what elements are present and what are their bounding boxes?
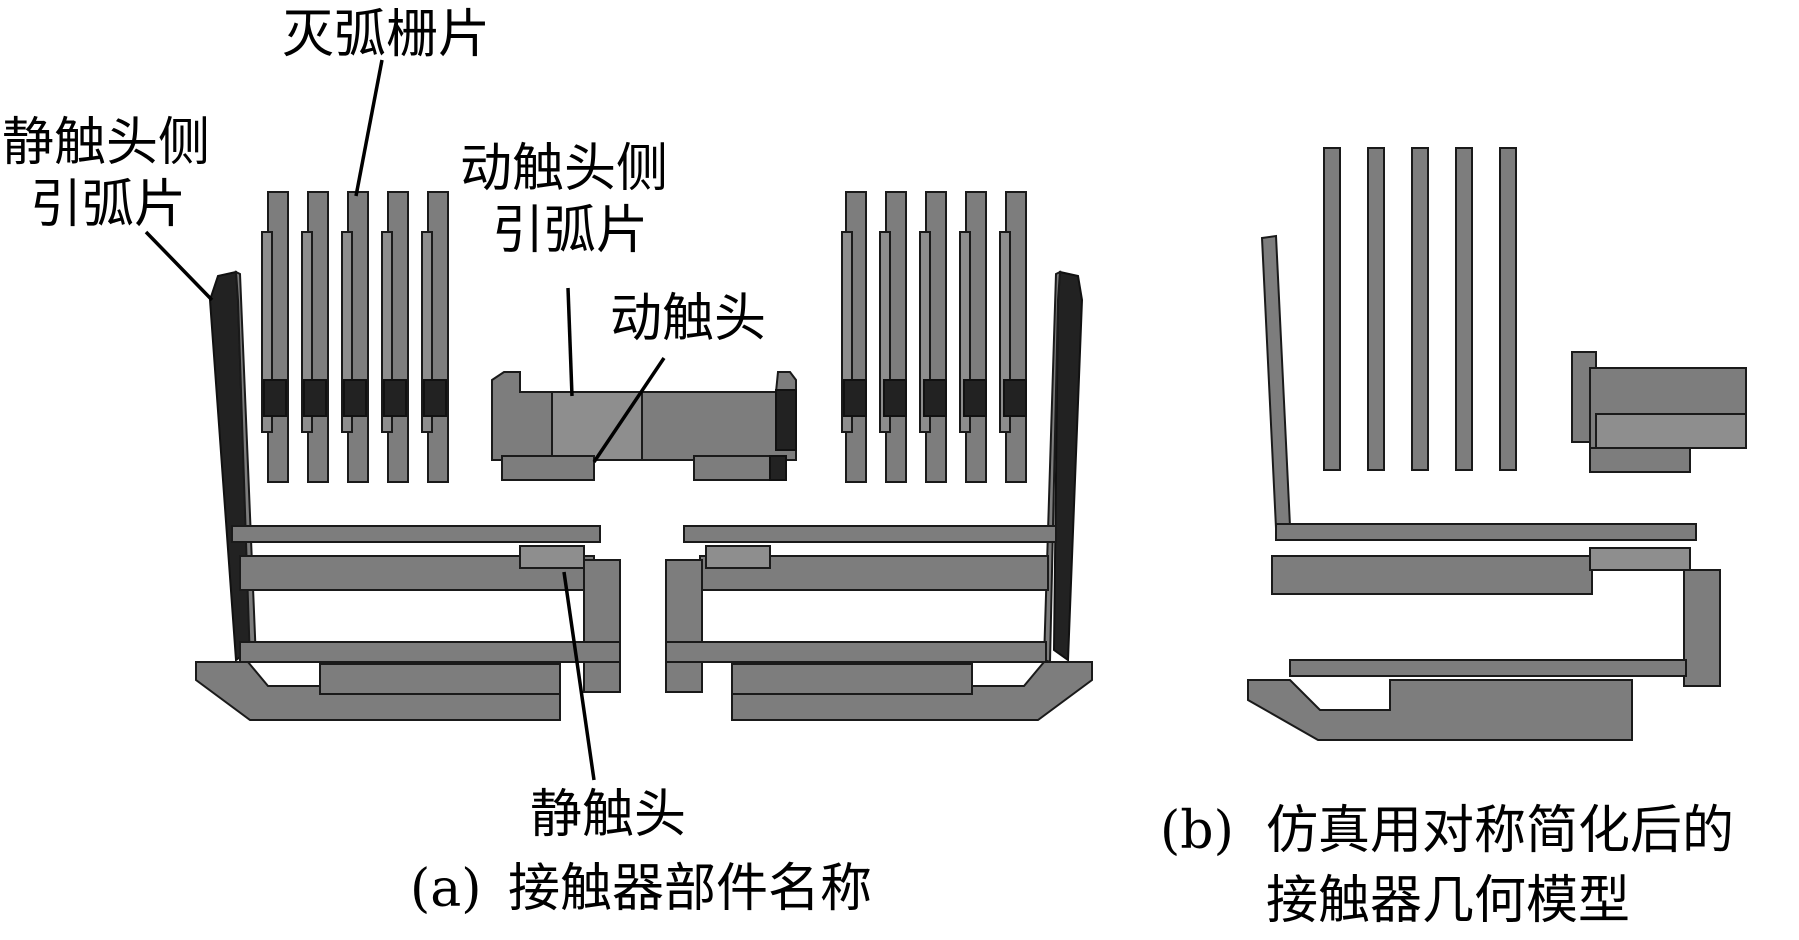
- left-static-arc-runner: [208, 270, 258, 664]
- label-moving-runner-line1: 动触头侧: [460, 139, 668, 199]
- grid-plate: [879, 191, 907, 483]
- leader-arc-grid: [354, 59, 384, 197]
- label-static-contact: 静触头: [530, 785, 686, 845]
- caption-b-tag: (b): [1160, 801, 1234, 861]
- caption-b-line2: 接触器几何模型: [1266, 871, 1630, 931]
- caption-b-line1: 仿真用对称简化后的: [1266, 801, 1734, 861]
- label-moving-runner-line2: 引弧片: [492, 201, 648, 261]
- simplified-grid-plates: [1323, 147, 1517, 471]
- grid-plate: [341, 191, 369, 483]
- simplified-moving-contact: [1571, 351, 1747, 473]
- grid-plate: [301, 191, 329, 483]
- grid-plate: [421, 191, 449, 483]
- leader-moving-runner: [566, 287, 574, 397]
- leader-static-contact: [562, 571, 596, 781]
- grid-plate: [841, 191, 867, 483]
- label-static-runner-line1: 静触头侧: [2, 113, 210, 173]
- right-static-contact-frame: [665, 525, 1093, 721]
- grid-plate: [261, 191, 289, 483]
- simplified-runner-and-contact: [1247, 234, 1721, 741]
- moving-contact: [491, 371, 797, 481]
- grid-plate: [919, 191, 947, 483]
- leader-moving-contact: [592, 357, 666, 463]
- grid-plate: [959, 191, 987, 483]
- left-arc-grid-plates: [261, 191, 449, 483]
- label-arc-grid: 灭弧栅片: [282, 5, 490, 65]
- left-static-contact-frame: [195, 525, 621, 721]
- grid-plate: [999, 191, 1027, 483]
- right-arc-grid-plates: [841, 191, 1027, 483]
- caption-a-tag: (a): [410, 859, 482, 919]
- label-static-runner-line2: 引弧片: [30, 175, 186, 235]
- grid-plate: [381, 191, 409, 483]
- caption-a-text: 接触器部件名称: [508, 859, 872, 919]
- label-moving-contact: 动触头: [610, 289, 766, 349]
- leader-static-runner: [144, 230, 214, 302]
- right-static-arc-runner: [1042, 270, 1084, 664]
